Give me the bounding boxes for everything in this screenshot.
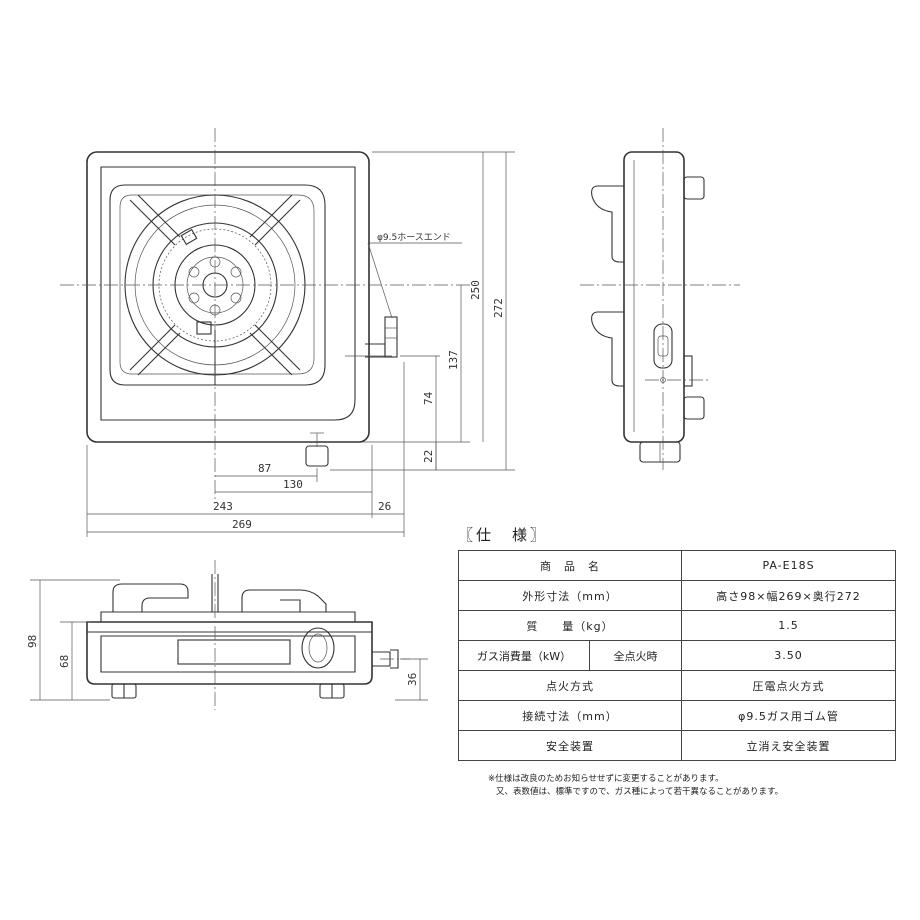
spec-row-gas-consumption: ガス消費量（kW） 全点火時 3.50 xyxy=(457,640,896,671)
dim-68: 68 xyxy=(58,655,71,668)
dim-269: 269 xyxy=(232,518,252,531)
spec-row-ignition: 点火方式 圧電点火方式 xyxy=(458,670,896,701)
dim-26: 26 xyxy=(378,500,391,513)
spec-value: 高さ98×幅269×奥行272 xyxy=(681,580,896,611)
spec-value: 1.5 xyxy=(681,610,896,641)
dim-36: 36 xyxy=(406,673,419,686)
dim-250: 250 xyxy=(469,280,482,300)
spec-row-safety: 安全装置 立消え安全装置 xyxy=(458,730,896,761)
dim-98: 98 xyxy=(26,635,39,648)
spec-label: 商 品 名 xyxy=(458,550,682,581)
spec-row-weight: 質 量（kg） 1.5 xyxy=(458,610,896,641)
front-view: 98 68 36 xyxy=(26,560,428,710)
dim-272: 272 xyxy=(492,298,505,318)
dim-137: 137 xyxy=(447,350,460,370)
side-view xyxy=(580,128,740,470)
dim-87: 87 xyxy=(258,462,271,475)
spec-value: 立消え安全装置 xyxy=(681,730,896,761)
spec-row-product-name: 商 品 名 PA-E18S xyxy=(458,550,896,581)
spec-label: 質 量（kg） xyxy=(458,610,682,641)
spec-row-dimensions: 外形寸法（mm） 高さ98×幅269×奥行272 xyxy=(458,580,896,611)
dim-74: 74 xyxy=(422,391,435,405)
dim-243: 243 xyxy=(213,500,233,513)
spec-sub-label: 全点火時 xyxy=(589,640,682,671)
spec-label: 点火方式 xyxy=(458,670,682,701)
spec-value: 3.50 xyxy=(681,640,896,671)
spec-value: 圧電点火方式 xyxy=(681,670,896,701)
spec-note-1: ※仕様は改良のためお知らせせずに変更することがあります。 xyxy=(488,774,724,784)
dim-22: 22 xyxy=(422,450,435,463)
dim-130: 130 xyxy=(283,478,303,491)
spec-row-connection: 接続寸法（mm） φ9.5ガス用ゴム管 xyxy=(458,700,896,731)
spec-label: 接続寸法（mm） xyxy=(458,700,682,731)
spec-note-2: 又、表数値は、標準ですので、ガス種によって若干異なることがあります。 xyxy=(496,787,784,797)
spec-value: φ9.5ガス用ゴム管 xyxy=(681,700,896,731)
top-view: φ9.5ホースエンド 272 250 137 74 22 87 130 xyxy=(60,128,515,537)
hose-end-label: φ9.5ホースエンド xyxy=(377,232,451,243)
spec-value: PA-E18S xyxy=(681,550,896,581)
spec-title: 〖仕 様〗 xyxy=(458,526,549,544)
spec-table: 商 品 名 PA-E18S 外形寸法（mm） 高さ98×幅269×奥行272 質… xyxy=(457,550,896,761)
spec-label: 外形寸法（mm） xyxy=(458,580,682,611)
spec-label: 安全装置 xyxy=(458,730,682,761)
spec-label: ガス消費量（kW） xyxy=(457,640,591,671)
